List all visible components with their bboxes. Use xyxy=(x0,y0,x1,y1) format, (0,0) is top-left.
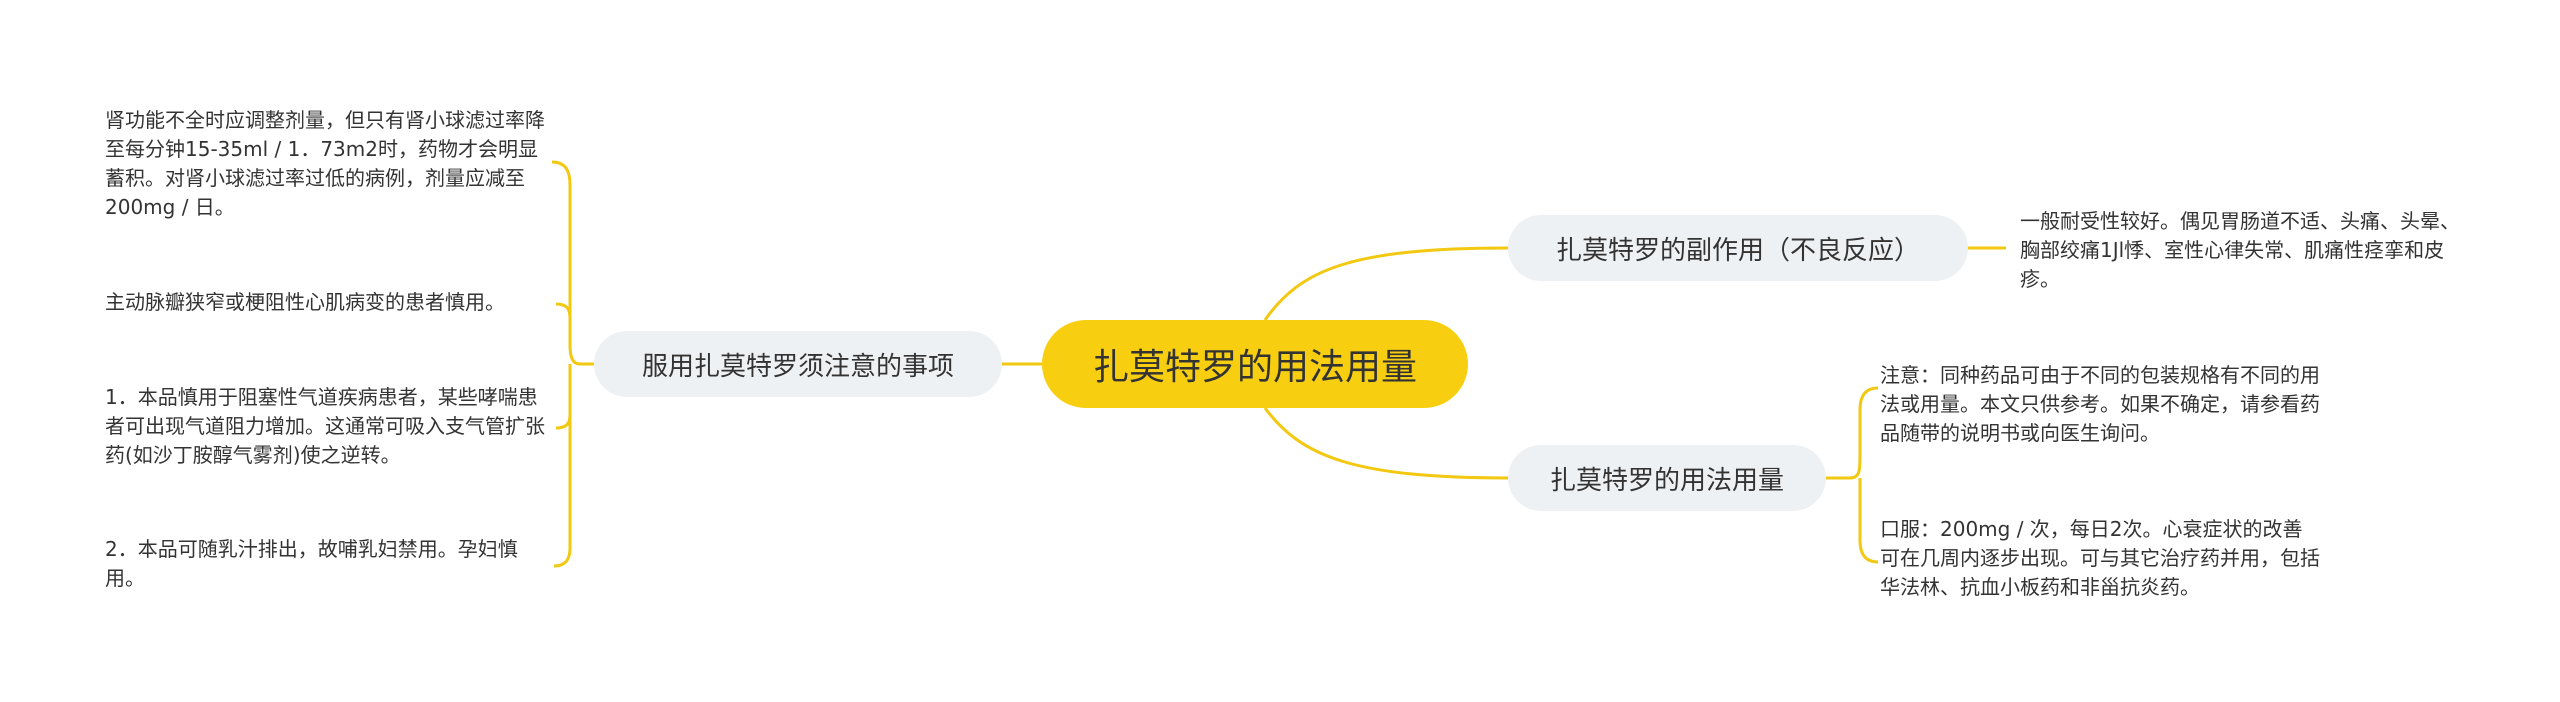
connector-root-usage xyxy=(1263,407,1509,480)
branch-side-effects[interactable]: 扎莫特罗的副作用（不良反应） xyxy=(1508,215,1968,281)
branch-precautions-label: 服用扎莫特罗须注意的事项 xyxy=(641,351,954,382)
connector-root-side-effects xyxy=(1263,246,1509,321)
branch-usage[interactable]: 扎莫特罗的用法用量 xyxy=(1508,445,1826,511)
leaf-precaution-airway: 1．本品慎用于阻塞性气道疾病患者，某些哮喘患者可出现气道阻力增加。这通常可吸入支… xyxy=(105,385,545,467)
leaf-precaution-lactation: 2．本品可随乳汁排出，故哺乳妇禁用。孕妇慎用。 xyxy=(105,537,518,590)
connector-precautions-bracket xyxy=(551,160,594,568)
leaf-side-effects: 一般耐受性较好。偶见胃肠道不适、头痛、头晕、胸部绞痛1Jl悸、室性心律失常、肌痛… xyxy=(2020,209,2460,291)
connector-usage-bracket xyxy=(1826,386,1879,564)
leaf-precaution-renal: 肾功能不全时应调整剂量，但只有肾小球滤过率降至每分钟15-35ml / 1．73… xyxy=(105,108,545,219)
branch-usage-label: 扎莫特罗的用法用量 xyxy=(1549,465,1784,496)
branch-side-effects-label: 扎莫特罗的副作用（不良反应） xyxy=(1555,235,1920,266)
branch-precautions[interactable]: 服用扎莫特罗须注意的事项 xyxy=(594,331,1002,397)
root-node-label: 扎莫特罗的用法用量 xyxy=(1092,347,1417,388)
leaf-usage-dosage: 口服：200mg / 次，每日2次。心衰症状的改善可在几周内逐步出现。可与其它治… xyxy=(1880,517,2320,599)
root-node[interactable]: 扎莫特罗的用法用量 xyxy=(1042,320,1468,408)
leaf-usage-note: 注意：同种药品可由于不同的包装规格有不同的用法或用量。本文只供参考。如果不确定，… xyxy=(1880,363,2320,445)
leaf-precaution-aortic: 主动脉瓣狭窄或梗阻性心肌病变的患者慎用。 xyxy=(105,290,505,314)
